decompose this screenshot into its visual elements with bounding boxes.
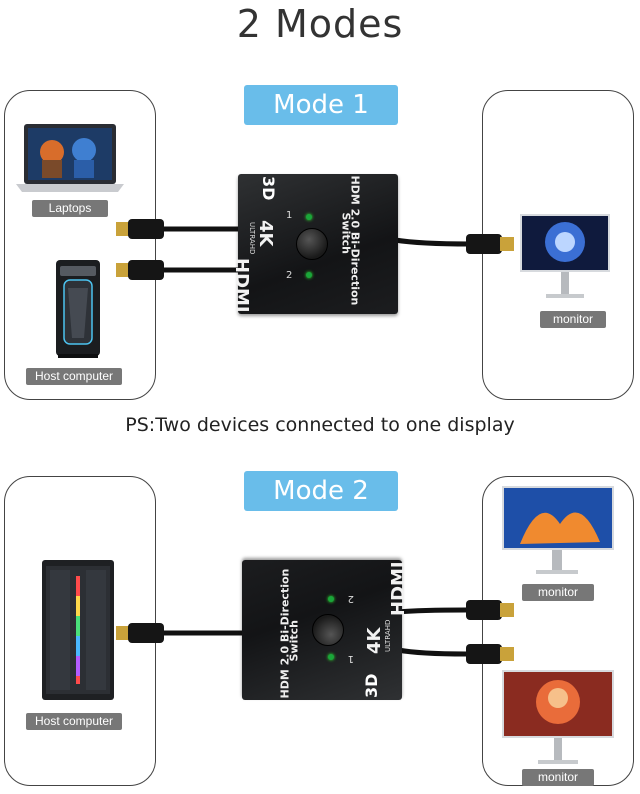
host-computer-label: Host computer [26, 368, 122, 385]
hdmi-plug-out [466, 231, 516, 261]
switch-switch-text: Switch [339, 212, 353, 254]
switch-brand-text: HDMI [231, 258, 252, 313]
hdmi-plug-out-2 [466, 641, 516, 671]
hdmi-plug-in [116, 620, 164, 650]
switch-4k-text: 4K [255, 220, 276, 247]
hdmi-plug-out-1 [466, 597, 516, 627]
switch-3d-text: 3D [259, 176, 278, 201]
mode1-switch-device: HDM 2.0 Bi-Direction Switch HDMI 4K 3D U… [231, 174, 398, 314]
host-computer-image [50, 258, 106, 362]
port-2-number-2: 2 [347, 593, 354, 604]
switch-ultra-text-2: ULTRAHD [384, 619, 392, 652]
page-title: 2 Modes [236, 2, 404, 46]
mode2-select-button[interactable] [312, 614, 344, 646]
led-2-icon [306, 272, 312, 278]
mode2-pill: Mode 2 [244, 471, 398, 511]
switch-3d-text-2: 3D [362, 673, 381, 698]
port-1-number: 1 [286, 210, 293, 221]
hdmi-plug-2 [116, 257, 164, 287]
switch-ultra-text: ULTRAHD [248, 222, 256, 255]
mode1-select-button[interactable] [296, 228, 328, 260]
mode1-pill: Mode 1 [244, 85, 398, 125]
ps-note: PS:Two devices connected to one display [125, 414, 515, 436]
mode1-source-frame [4, 90, 156, 400]
monitor-top-image [500, 484, 616, 580]
port-2-number: 2 [286, 270, 293, 281]
monitor-top-label: monitor [522, 584, 594, 601]
switch-4k-text-2: 4K [364, 627, 385, 654]
monitor-bottom-label: monitor [522, 769, 594, 786]
mode1-cables [150, 226, 471, 273]
hdmi-plug-1 [116, 216, 164, 246]
mode2-cables [150, 607, 467, 657]
monitor-bottom-image [500, 668, 616, 768]
mode2-switch-device: HDM 2.0 Bi-Direction Switch HDMI 4K 3D U… [242, 560, 409, 700]
led-1-icon-2 [328, 654, 334, 660]
monitor-label: monitor [540, 311, 606, 328]
monitor-image [518, 212, 612, 308]
switch-switch-text-2: Switch [287, 620, 301, 662]
port-1-number-2: 1 [347, 653, 354, 664]
laptop-label: Laptops [32, 200, 108, 217]
host-computer-label-2: Host computer [26, 713, 122, 730]
laptop-image [14, 122, 126, 196]
led-2-icon-2 [328, 596, 334, 602]
switch-brand-text-2: HDMI [388, 561, 409, 616]
host-computer-tower-image [36, 556, 120, 706]
led-1-icon [306, 214, 312, 220]
